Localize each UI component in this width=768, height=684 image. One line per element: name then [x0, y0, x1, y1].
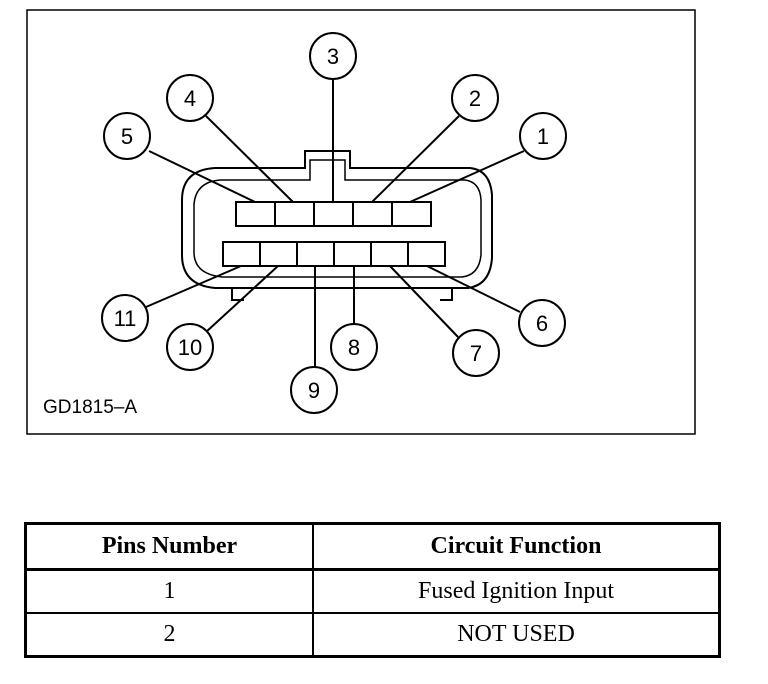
pin-callout-label-6: 6	[536, 311, 548, 336]
leader-line-7	[389, 265, 459, 338]
pin-callouts: 3 4 2 5 1 11 1	[101, 32, 567, 414]
pin-callout-label-8: 8	[348, 335, 360, 360]
pin-callout-8: 8	[330, 323, 378, 371]
figure-frame	[26, 9, 696, 435]
pin-callout-1: 1	[519, 112, 567, 160]
pin-cavity-3	[313, 201, 354, 227]
pin-callout-label-10: 10	[178, 335, 202, 360]
pins-number-header: Pins Number	[24, 522, 314, 571]
pin-callout-label-4: 4	[184, 86, 196, 111]
pin-callout-label-1: 1	[537, 124, 549, 149]
figure-id: GD1815–A	[43, 397, 137, 418]
pin-callout-label-3: 3	[327, 44, 339, 69]
lock-tab-right	[440, 288, 453, 301]
pin-function-table: Pins Number Circuit Function 1 Fused Ign…	[24, 522, 721, 658]
pin-cavity-4	[274, 201, 315, 227]
table-row: 2 NOT USED	[24, 612, 721, 658]
pin-callout-3: 3	[309, 32, 357, 80]
leader-line-6	[426, 265, 521, 313]
pin-callout-label-11: 11	[114, 306, 137, 331]
connector-diagram-svg: 3 4 2 5 1 11 1	[26, 9, 696, 435]
circuit-function-cell: NOT USED	[312, 612, 721, 658]
leader-line-2	[371, 115, 460, 203]
pin-callout-6: 6	[518, 299, 566, 347]
pin-cavity-2	[352, 201, 393, 227]
table-header-row: Pins Number Circuit Function	[24, 522, 721, 571]
connector-housing-inner	[193, 159, 482, 278]
table-row: 1 Fused Ignition Input	[24, 568, 721, 614]
pin-callout-2: 2	[451, 74, 499, 122]
pin-cavity-9	[296, 241, 335, 267]
pin-callout-label-7: 7	[470, 341, 482, 366]
leader-line-5	[148, 150, 256, 203]
pin-cavity-10	[259, 241, 298, 267]
pin-cavity-6	[407, 241, 446, 267]
pin-callout-label-9: 9	[308, 378, 320, 403]
circuit-function-header: Circuit Function	[312, 522, 721, 571]
pin-callout-11: 11	[101, 294, 149, 342]
pin-cavity-8	[333, 241, 372, 267]
leader-line-1	[409, 150, 525, 203]
leader-line-10	[205, 265, 279, 333]
pin-cavity-11	[222, 241, 261, 267]
leader-lines	[145, 79, 525, 368]
pin-cavity-7	[370, 241, 409, 267]
pin-callout-9: 9	[290, 366, 338, 414]
leader-line-4	[205, 115, 294, 203]
circuit-function-cell: Fused Ignition Input	[312, 568, 721, 614]
pin-callout-5: 5	[103, 112, 151, 160]
pin-callout-10: 10	[166, 323, 214, 371]
leader-line-11	[145, 265, 242, 308]
pin-number-cell: 2	[24, 612, 314, 658]
pin-cavity-1	[391, 201, 432, 227]
pin-number-cell: 1	[24, 568, 314, 614]
connector-diagram: 3 4 2 5 1 11 1	[26, 9, 696, 435]
pin-callout-4: 4	[166, 74, 214, 122]
pin-callout-7: 7	[452, 329, 500, 377]
pin-callout-label-5: 5	[121, 124, 133, 149]
pin-cavity-5	[235, 201, 276, 227]
pin-callout-label-2: 2	[469, 86, 481, 111]
